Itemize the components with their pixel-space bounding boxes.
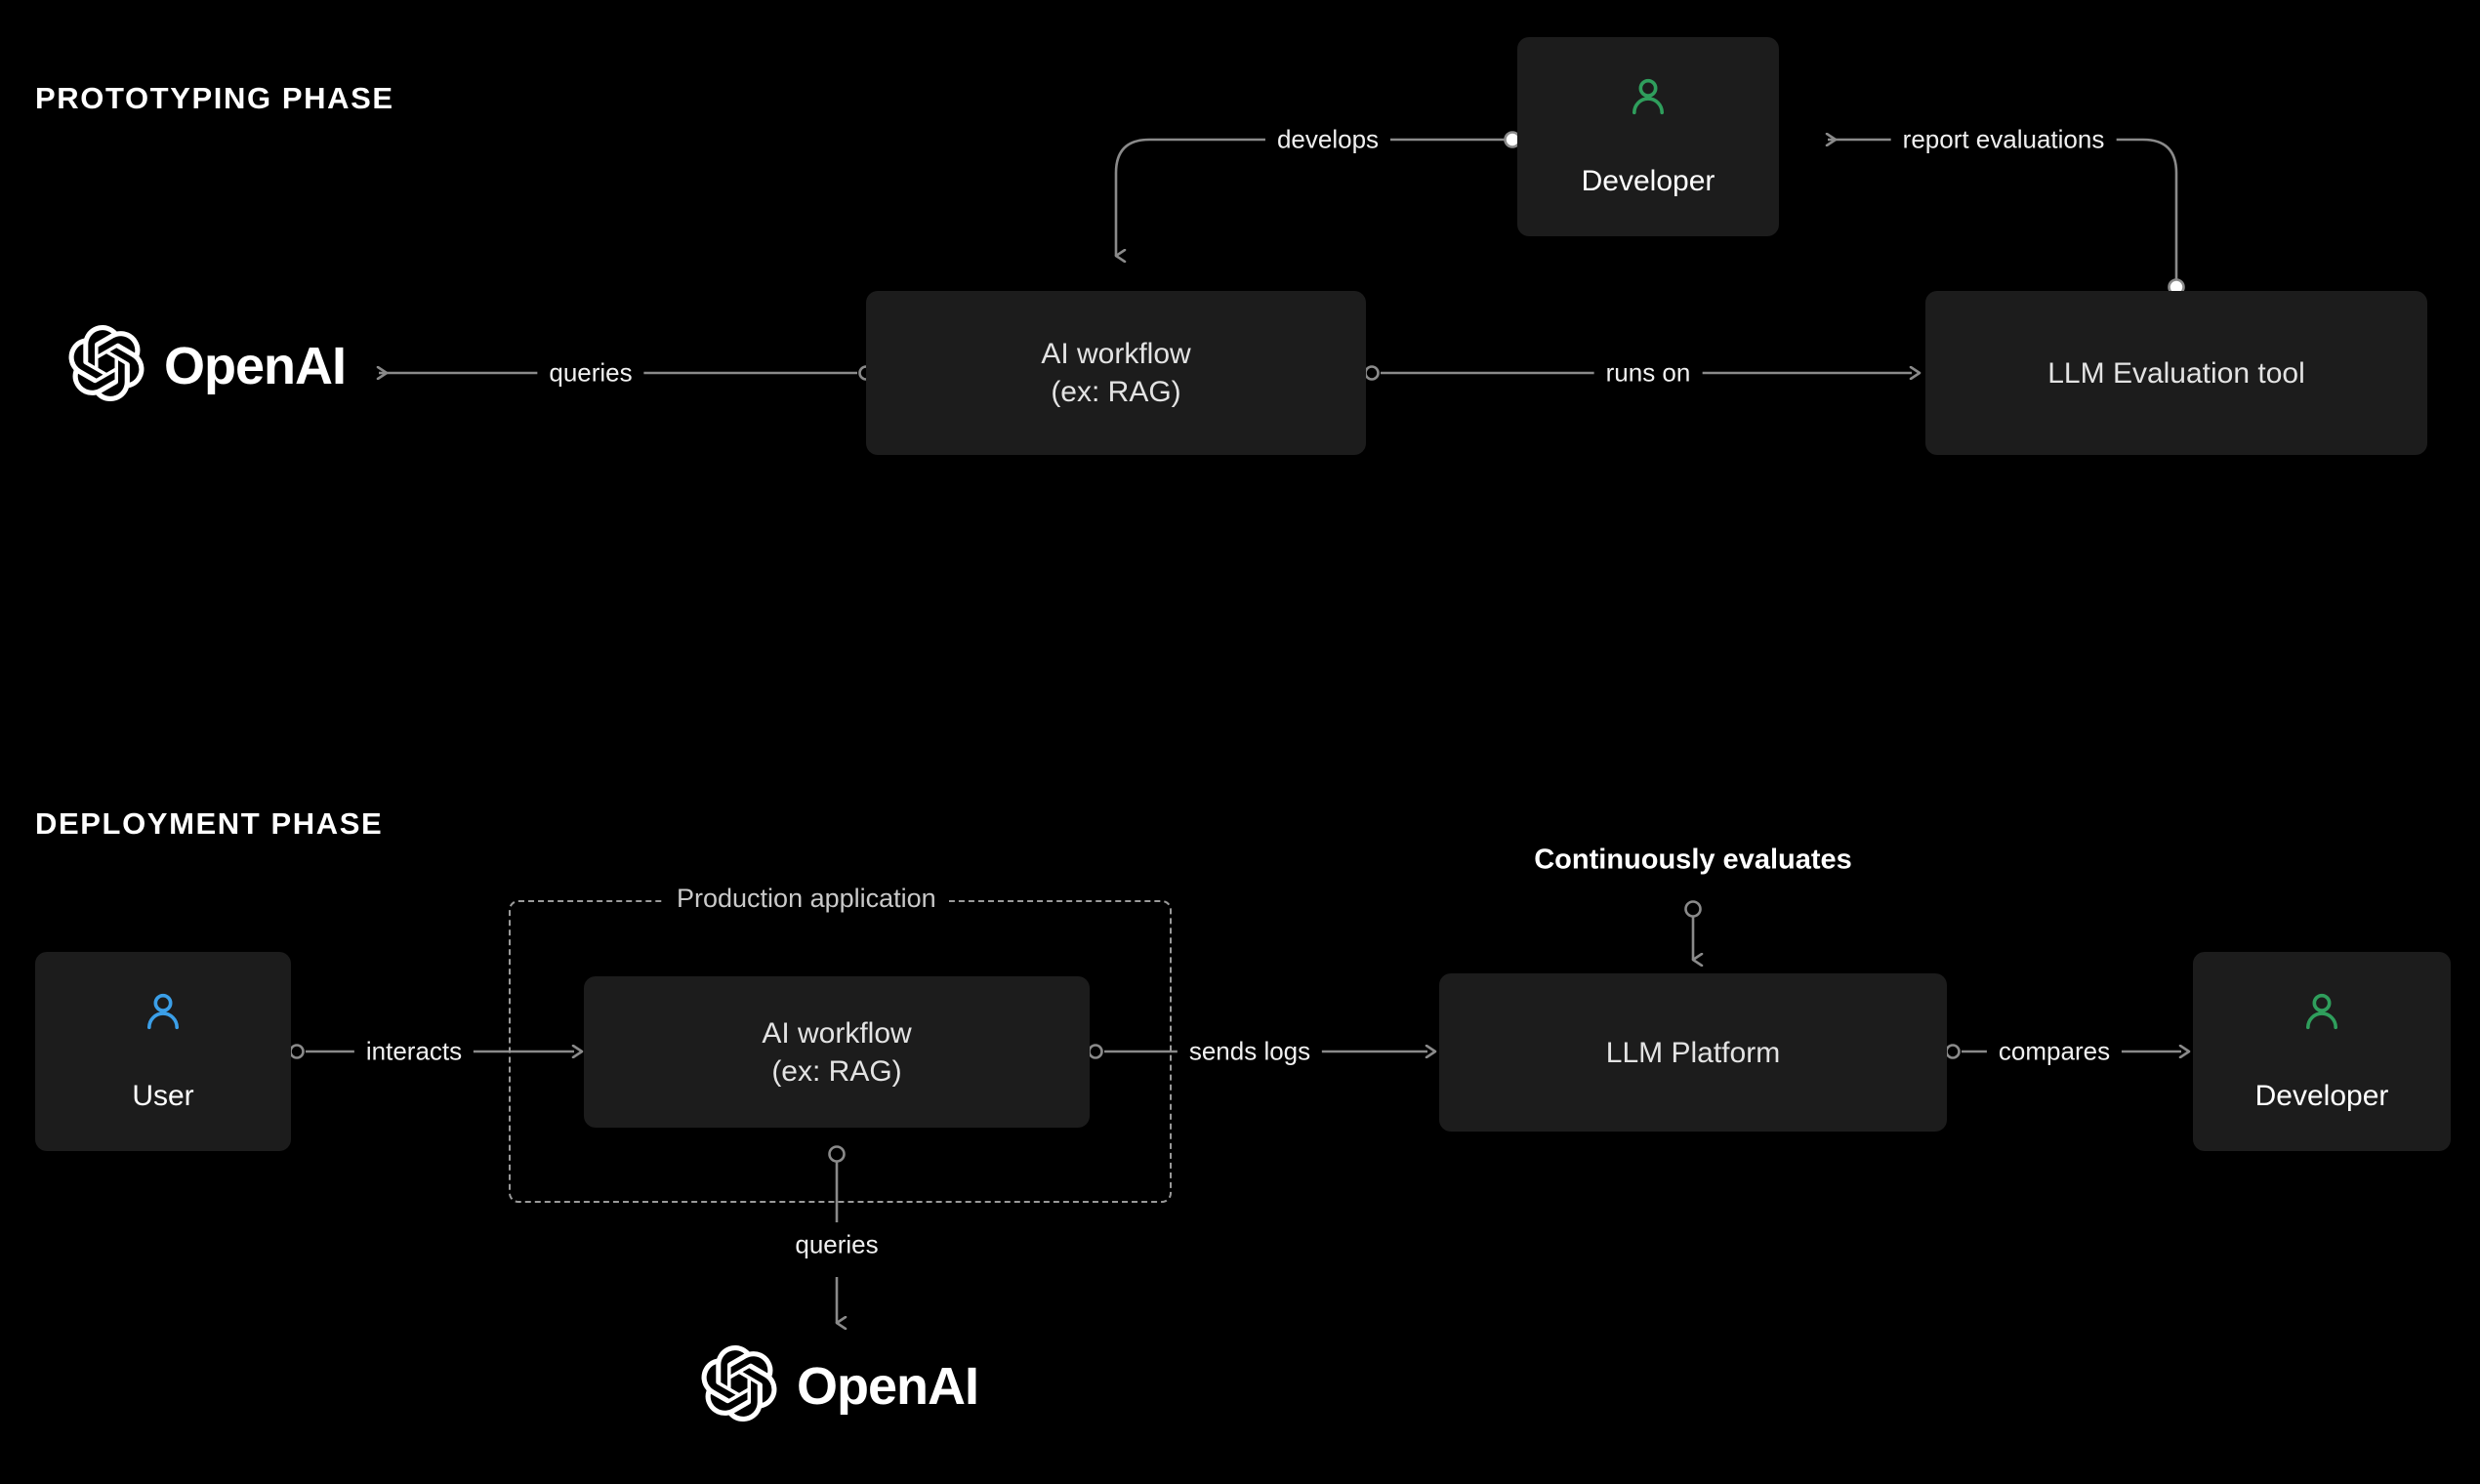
phase-title-prototyping: PROTOTYPING PHASE bbox=[35, 81, 394, 115]
node-label: LLM Platform bbox=[1605, 1036, 1781, 1069]
node-label-line-1: AI workflow bbox=[1041, 338, 1191, 370]
node-label: User bbox=[132, 1079, 194, 1112]
group-production-application-label: Production application bbox=[664, 884, 949, 914]
edge-label-runs-on: runs on bbox=[1593, 354, 1703, 392]
openai-blossom-icon bbox=[701, 1345, 777, 1426]
edge-label-compares: compares bbox=[1986, 1033, 2123, 1070]
node-ai-workflow-prototyping[interactable]: AI workflow (ex: RAG) bbox=[866, 291, 1366, 455]
node-user[interactable]: User bbox=[35, 952, 291, 1151]
person-icon bbox=[1626, 74, 1671, 129]
edge-label-continuously-evaluates: Continuously evaluates bbox=[1534, 844, 1852, 876]
edge-label-report-evaluations: report evaluations bbox=[1890, 121, 2117, 158]
node-developer-prototyping[interactable]: Developer bbox=[1517, 37, 1779, 236]
node-label-line-2: (ex: RAG) bbox=[1051, 376, 1181, 408]
node-label: Developer bbox=[1581, 164, 1715, 197]
openai-logo-prototyping: OpenAI bbox=[68, 325, 347, 406]
node-llm-evaluation-tool[interactable]: LLM Evaluation tool bbox=[1925, 291, 2427, 455]
node-ai-workflow-deployment[interactable]: AI workflow (ex: RAG) bbox=[584, 976, 1090, 1128]
edge-label-sends-logs: sends logs bbox=[1177, 1033, 1323, 1070]
openai-wordmark: OpenAI bbox=[797, 1356, 979, 1416]
edge-report-evaluations bbox=[1828, 140, 2185, 296]
openai-blossom-icon bbox=[68, 325, 145, 406]
node-developer-deployment[interactable]: Developer bbox=[2193, 952, 2451, 1151]
edge-label-queries-prototyping: queries bbox=[537, 354, 644, 392]
node-label: LLM Evaluation tool bbox=[2047, 356, 2305, 390]
node-llm-platform[interactable]: LLM Platform bbox=[1439, 973, 1947, 1132]
node-label-line-1: AI workflow bbox=[762, 1016, 912, 1050]
phase-title-deployment: DEPLOYMENT PHASE bbox=[35, 806, 384, 841]
openai-logo-deployment: OpenAI bbox=[701, 1345, 979, 1426]
node-label: Developer bbox=[2254, 1079, 2389, 1112]
edge-label-interacts: interacts bbox=[353, 1033, 475, 1070]
edge-label-develops: develops bbox=[1264, 121, 1391, 158]
edge-continuously-evaluates bbox=[1684, 900, 1701, 961]
openai-wordmark: OpenAI bbox=[164, 336, 347, 395]
person-icon bbox=[2299, 989, 2344, 1044]
edge-label-queries-deployment: queries bbox=[783, 1226, 890, 1263]
person-icon bbox=[141, 989, 186, 1044]
node-label-line-2: (ex: RAG) bbox=[771, 1054, 902, 1088]
